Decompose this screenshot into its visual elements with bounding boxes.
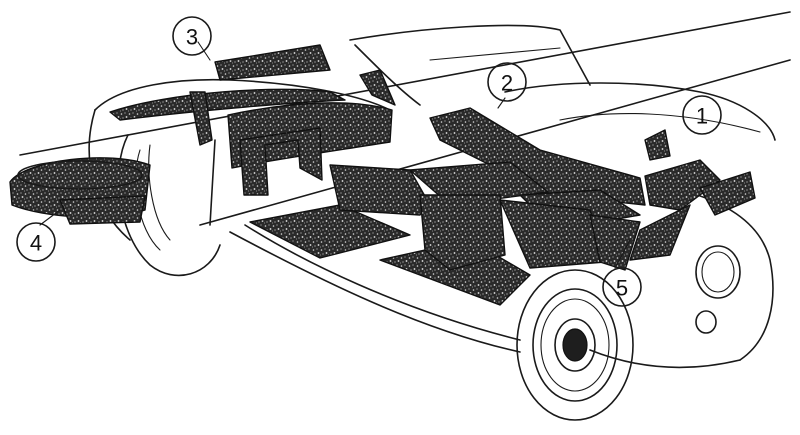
callout-4: 4: [16, 222, 56, 262]
rear-trim-panels: [109, 44, 396, 146]
callout-3: 3: [172, 16, 212, 56]
headlamp: [695, 245, 741, 334]
callout-1: 1: [682, 95, 722, 135]
svg-text:3: 3: [186, 25, 198, 50]
callout-5: 5: [602, 267, 642, 307]
car-body-outline: [19, 11, 791, 369]
front-wheel: [516, 269, 634, 421]
floor-carpets: [249, 161, 691, 306]
rear-bulkhead-carpet: [227, 102, 393, 196]
spare-wheel-cover: [9, 157, 151, 225]
tunnel-and-toeboard-carpets: [429, 107, 756, 216]
svg-text:2: 2: [501, 71, 513, 96]
callout-2: 2: [487, 62, 527, 102]
svg-text:1: 1: [696, 104, 708, 129]
svg-text:5: 5: [616, 276, 628, 301]
svg-text:4: 4: [30, 231, 42, 256]
